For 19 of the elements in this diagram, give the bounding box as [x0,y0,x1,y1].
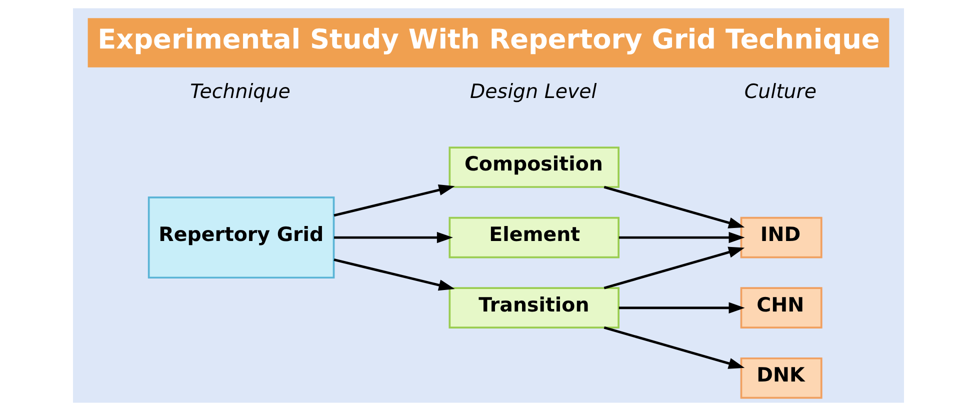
label: Technique [190,80,290,103]
arrow [334,258,455,291]
label: Culture [744,80,817,103]
arrow [604,246,745,290]
node-box: Repertory Grid [148,196,335,279]
node-box: Element [448,216,620,258]
node-box: CHN [740,287,822,328]
arrow [618,232,745,244]
arrow [604,186,745,228]
node-box: Composition [448,146,620,188]
arrow [334,232,453,244]
arrow [334,184,455,217]
node-box: IND [740,216,822,258]
arrow [604,326,745,369]
node-box: DNK [740,357,822,399]
node-box: Transition [448,287,620,328]
label: Design Level [470,80,597,103]
diagram-title: Experimental Study With Repertory Grid Technique [98,24,880,56]
arrow [618,302,745,314]
